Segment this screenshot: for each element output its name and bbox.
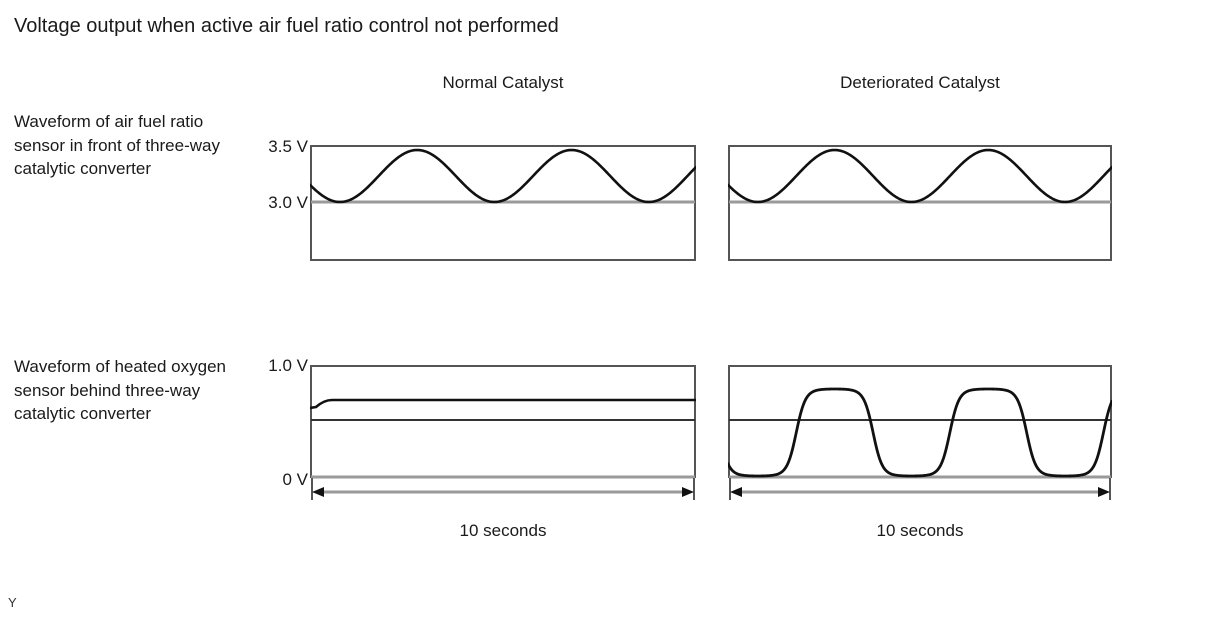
corner-mark: Y: [8, 595, 17, 610]
page-title: Voltage output when active air fuel rati…: [14, 15, 559, 37]
axis-label-3-5v: 3.5 V: [268, 137, 308, 156]
column-header-normal-catalyst: Normal Catalyst: [442, 73, 564, 92]
axis-label-3-0v: 3.0 V: [268, 193, 308, 212]
axis-label-0v: 0 V: [282, 470, 308, 489]
axis-label-1-0v: 1.0 V: [268, 356, 308, 375]
plot-front-sensor-deteriorated-catalyst: [728, 145, 1112, 261]
plot-front-sensor-normal-catalyst: [310, 145, 696, 261]
column-header-deteriorated-catalyst: Deteriorated Catalyst: [840, 73, 1000, 92]
time-axis-label-deteriorated: 10 seconds: [876, 521, 964, 540]
plot-rear-sensor-deteriorated-catalyst: [728, 365, 1112, 505]
row-label-front-sensor: Waveform of air fuel ratio sensor in fro…: [14, 112, 220, 178]
plot-rear-sensor-normal-catalyst: [310, 365, 696, 505]
time-axis-label-normal: 10 seconds: [459, 521, 547, 540]
row-label-rear-sensor: Waveform of heated oxygen sensor behind …: [14, 357, 226, 423]
